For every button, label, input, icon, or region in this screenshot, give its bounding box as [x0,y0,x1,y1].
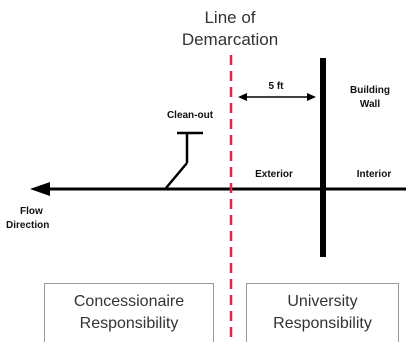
concessionaire-line-1: Concessionaire [73,293,185,310]
wall-label-line-1: Building [350,85,390,96]
university-box [246,283,399,342]
exterior-label: Exterior [255,169,293,180]
university-line-1: University [287,293,358,310]
flow-label-line-2: Direction [6,220,50,231]
flow-arrowhead [30,182,50,196]
title-line-2: Demarcation [181,30,279,49]
wall-label-line-2: Wall [359,99,381,110]
distance-label: 5 ft [268,81,284,92]
concessionaire-box [44,283,214,342]
dimension-arrow-left [238,93,247,101]
interior-label: Interior [356,169,392,180]
title-line-1: Line of [204,8,256,27]
university-label: University Responsibility [246,291,399,335]
flow-label-line-1: Flow [20,206,43,217]
concessionaire-line-2: Responsibility [79,315,179,332]
dimension-arrow-right [307,93,316,101]
university-line-2: Responsibility [273,315,372,332]
wall-label: Building Wall [335,84,405,112]
cleanout-branch [165,162,188,189]
flow-label: Flow Direction [4,205,74,233]
cleanout-label: Clean-out [166,110,214,121]
concessionaire-label: Concessionaire Responsibility [44,291,214,335]
